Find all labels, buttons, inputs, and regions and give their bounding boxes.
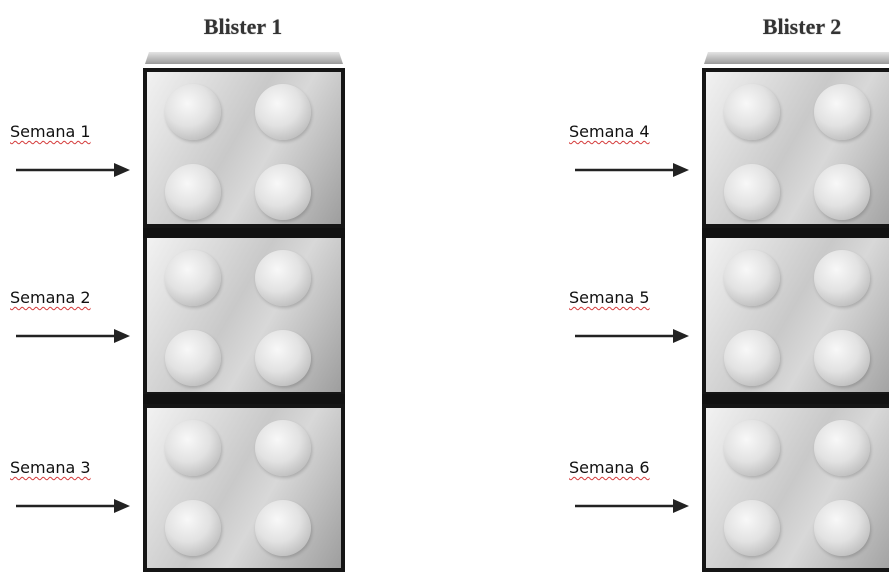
week-label: Semana 5	[569, 288, 650, 307]
arrow-right-icon	[16, 499, 130, 513]
pill	[814, 250, 870, 306]
week-panel	[143, 234, 345, 396]
pill	[165, 250, 221, 306]
pill	[814, 330, 870, 386]
pill	[724, 164, 780, 220]
pill	[814, 164, 870, 220]
pill	[724, 330, 780, 386]
week-panel	[702, 68, 889, 228]
week-label: Semana 4	[569, 122, 650, 141]
pill	[724, 250, 780, 306]
pill	[165, 164, 221, 220]
pill	[255, 330, 311, 386]
pill	[165, 330, 221, 386]
week-panel	[143, 404, 345, 572]
week-label: Semana 6	[569, 458, 650, 477]
pill	[165, 420, 221, 476]
week-label: Semana 2	[10, 288, 91, 307]
arrow-right-icon	[575, 329, 689, 343]
week-panel	[702, 234, 889, 396]
arrow-right-icon	[16, 329, 130, 343]
pill	[255, 250, 311, 306]
pill	[814, 500, 870, 556]
pill	[255, 164, 311, 220]
arrow-right-icon	[575, 499, 689, 513]
panel-divider	[702, 394, 889, 404]
week-label: Semana 1	[10, 122, 91, 141]
panel-divider	[143, 394, 345, 404]
pill	[814, 420, 870, 476]
blister-title: Blister 2	[762, 14, 842, 39]
pill	[165, 84, 221, 140]
pill	[255, 420, 311, 476]
arrow-right-icon	[575, 163, 689, 177]
pill	[814, 84, 870, 140]
pill	[255, 84, 311, 140]
blister-lid	[704, 52, 889, 64]
blister-title: Blister 1	[203, 14, 283, 39]
blister-lid	[145, 52, 343, 64]
panel-divider	[702, 228, 889, 238]
week-panel	[702, 404, 889, 572]
arrow-right-icon	[16, 163, 130, 177]
week-label: Semana 3	[10, 458, 91, 477]
panel-divider	[143, 228, 345, 238]
pill	[724, 500, 780, 556]
pill	[724, 420, 780, 476]
pill	[724, 84, 780, 140]
pill	[255, 500, 311, 556]
week-panel	[143, 68, 345, 228]
pill	[165, 500, 221, 556]
